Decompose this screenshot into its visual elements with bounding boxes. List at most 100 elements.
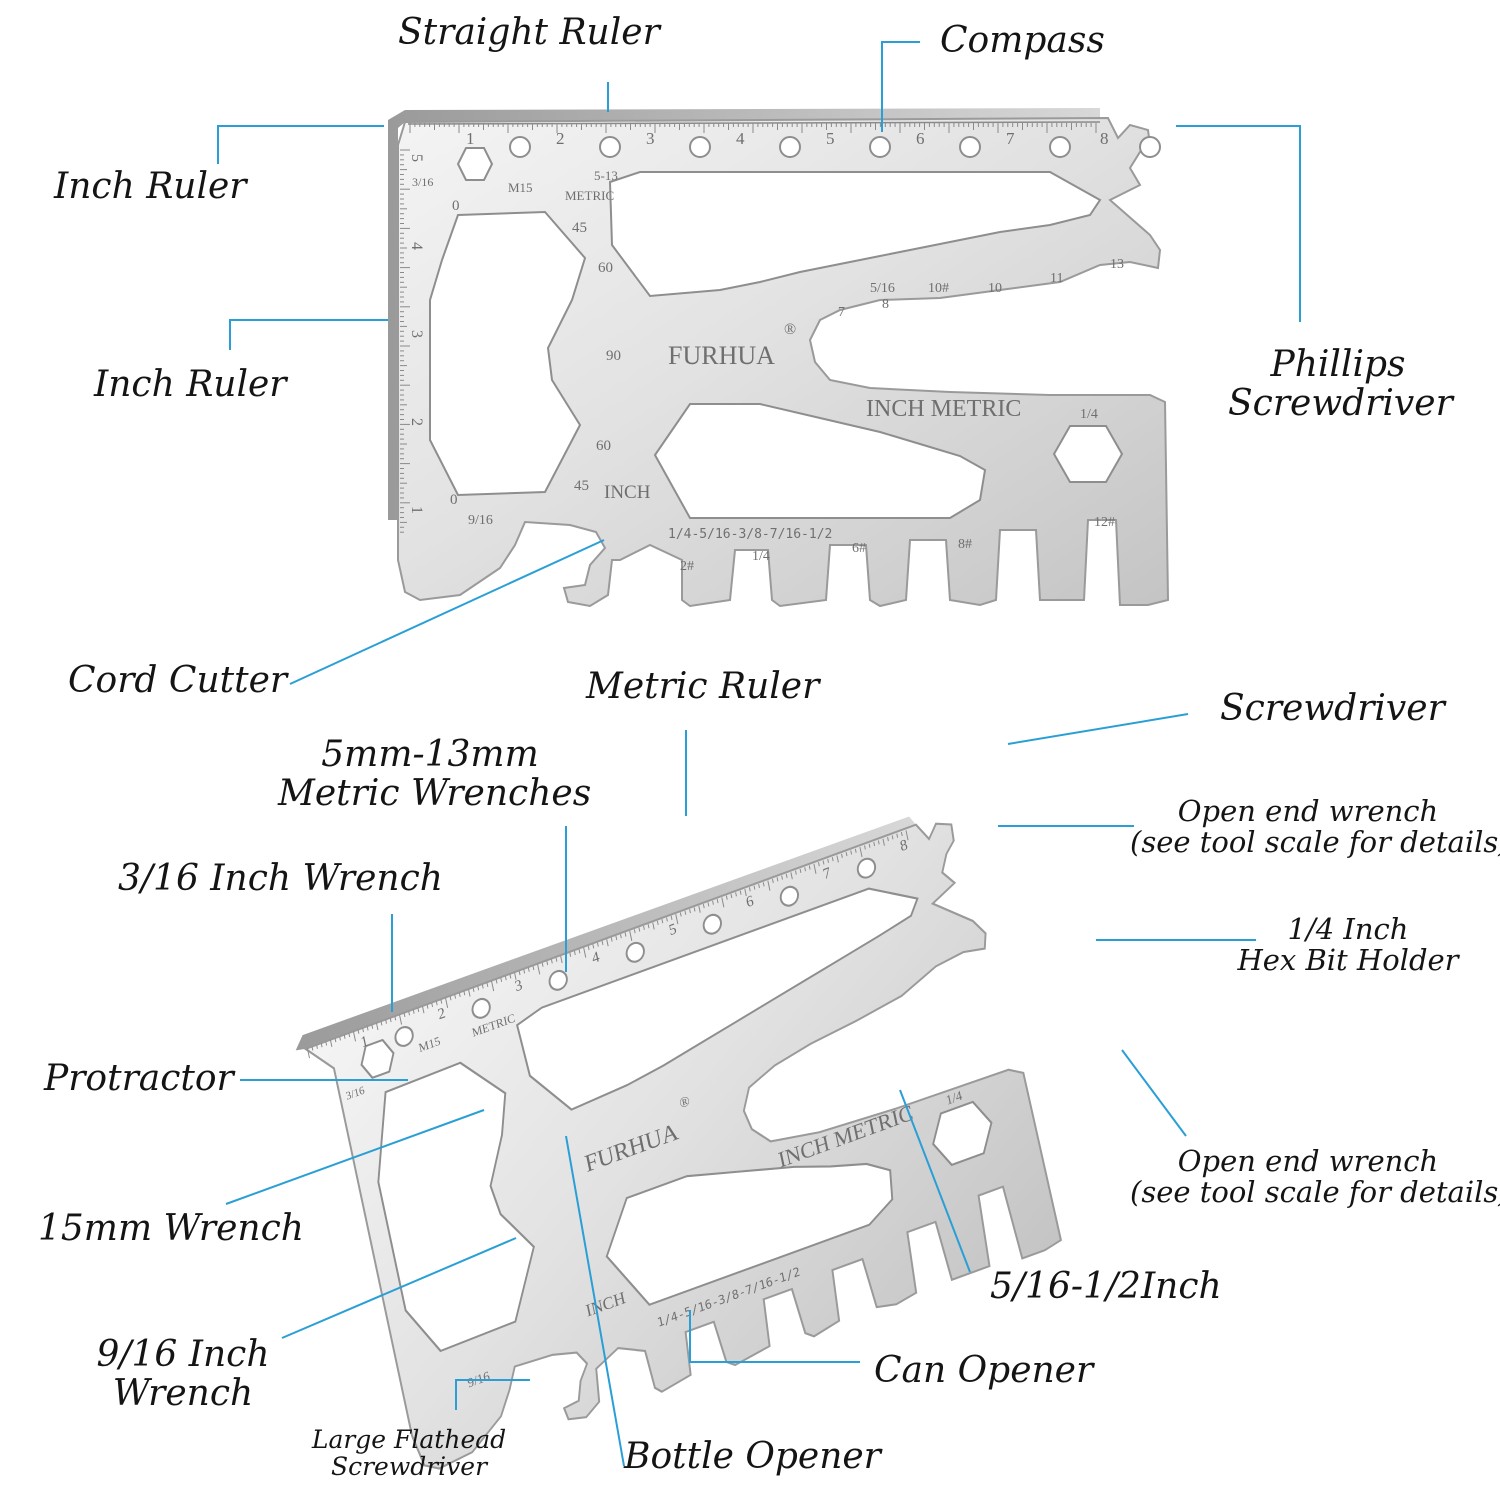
- label-flathead-line1: Large Flathead: [311, 1425, 507, 1454]
- wrench-number: 8: [882, 297, 889, 312]
- bottom-ruler-tick: [799, 868, 802, 874]
- bottom-ruler-tick: [606, 939, 609, 947]
- bottom-ruler-tick: [753, 885, 756, 890]
- bottom-registered: ®: [678, 1093, 692, 1112]
- bottom-ruler-tick: [702, 903, 705, 909]
- bottom-ruler-tick: [426, 1004, 429, 1009]
- bottom-ruler-number: 3: [514, 977, 524, 995]
- protractor-number: 90: [606, 348, 621, 364]
- bottom-ruler-tick: [481, 984, 484, 989]
- bottom-compass-hole: [625, 941, 645, 963]
- bottom-ruler-tick: [795, 870, 797, 875]
- bottom-compass-hole: [856, 857, 877, 879]
- bottom-ruler-tick: [854, 848, 857, 853]
- bottom-ruler-tick: [500, 977, 503, 982]
- leader-line: [1007, 713, 1189, 745]
- bottom-ruler-tick: [408, 1011, 411, 1016]
- compass-hole: [599, 136, 621, 158]
- top-ruler-number: 6: [916, 129, 925, 148]
- wrench-number: 13: [1110, 257, 1124, 272]
- side-ruler-ticks: [400, 149, 410, 533]
- bottom-ruler-tick: [675, 913, 679, 925]
- leader-line: [281, 1237, 517, 1339]
- label-open-end-wrench-1: Open end wrench (see tool scale for deta…: [1130, 795, 1500, 859]
- side-ruler-number: 4: [408, 242, 425, 250]
- protractor-number: 0: [452, 198, 460, 214]
- bottom-ruler-tick: [689, 908, 691, 914]
- bottom-ruler-tick: [578, 949, 581, 954]
- bottom-ruler-tick: [693, 907, 696, 912]
- side-ruler-number: 2: [408, 418, 425, 426]
- bottom-ruler-tick: [339, 1036, 341, 1041]
- label-protractor: Protractor: [44, 1058, 234, 1099]
- label-nine-sixteenths-line1: 9/16 Inch: [96, 1334, 270, 1375]
- bottom-ruler-tick: [491, 981, 495, 992]
- label-large-flathead-screwdriver: Large Flathead Screwdriver: [300, 1426, 518, 1480]
- bottom-ruler-tick: [348, 1032, 351, 1038]
- protractor-number: 45: [572, 220, 587, 236]
- side-ruler-number: 3: [408, 330, 425, 338]
- bottom-card-metric-slot: [515, 887, 919, 1111]
- bottom-ruler-tick: [417, 1007, 420, 1013]
- bottom-ruler-tick: [399, 1014, 403, 1025]
- bottom-ruler-number: 1: [359, 1033, 369, 1051]
- bottom-ruler-tick: [610, 937, 613, 942]
- bottom-ruler-tick: [371, 1024, 374, 1029]
- bottom-ruler-number: 7: [822, 865, 833, 883]
- bottom-ruler-tick: [412, 1009, 415, 1014]
- bottom-card-hex-3-16: [360, 1038, 395, 1079]
- bottom-ruler-tick: [431, 1002, 434, 1008]
- bottom-ruler-tick: [624, 932, 627, 937]
- label-metric-ruler: Metric Ruler: [586, 666, 820, 707]
- bottom-ruler-tick: [721, 897, 725, 908]
- bottom-ruler-tick: [887, 836, 889, 842]
- bottom-ruler-tick: [647, 924, 650, 929]
- bottom-ruler-tick: [735, 892, 737, 897]
- bottom-ruler-tick: [537, 964, 541, 975]
- bottom-ruler-tick: [808, 865, 811, 870]
- label-open-end-2-line1: Open end wrench: [1177, 1144, 1439, 1178]
- bottom-ruler-number: 2: [436, 1005, 446, 1023]
- compass-hole: [509, 136, 531, 158]
- bottom-ruler-tick: [569, 952, 572, 957]
- bottom-ruler-tick: [329, 1039, 333, 1047]
- bottom-ruler-tick: [514, 972, 517, 980]
- compass-hole: [779, 136, 801, 158]
- bottom-ruler-tick: [670, 915, 673, 920]
- bottom-ruler-tick: [583, 947, 587, 958]
- bottom-ruler-tick: [850, 850, 853, 855]
- top-card-hex-3-16: [456, 147, 494, 181]
- top-card-metric-slot: [608, 171, 1102, 298]
- bottom-ruler-tick: [873, 841, 876, 847]
- bottom-ruler-tick: [868, 843, 871, 848]
- label-inch-ruler-side: Inch Ruler: [94, 364, 287, 405]
- compass-hole: [689, 136, 711, 158]
- bottom-ruler-tick: [486, 982, 489, 988]
- bottom-ruler-tick: [587, 945, 590, 951]
- top-card-hex-1-4: [1052, 425, 1124, 483]
- bottom-ruler-tick: [643, 925, 645, 931]
- bottom-ruler-tick: [900, 831, 903, 837]
- label-metric-wrenches-line2: Metric Wrenches: [278, 772, 592, 814]
- label-phillips-line1: Phillips: [1270, 344, 1406, 385]
- bottom-ruler-tick: [620, 934, 622, 939]
- bottom-ruler-tick: [716, 898, 719, 904]
- bottom-ruler-tick: [458, 992, 461, 998]
- bottom-ruler-tick: [523, 969, 526, 974]
- bottom-ruler-tick: [629, 930, 633, 941]
- label-can-opener: Can Opener: [874, 1350, 1094, 1391]
- top-inch: INCH: [604, 482, 651, 503]
- label-phillips-line2: Screwdriver: [1228, 382, 1453, 424]
- bottom-ruler-ticks: [306, 830, 909, 1059]
- top-ruler-ticks: [409, 123, 1097, 133]
- top-quarter-hex: 1/4: [1080, 407, 1098, 422]
- slot-number: 2#: [680, 559, 694, 574]
- bottom-ruler-tick: [767, 880, 771, 891]
- bottom-ruler-tick: [725, 895, 728, 900]
- compass-hole: [869, 136, 891, 158]
- bottom-compass-holes: [394, 857, 877, 1047]
- bottom-ruler-tick: [601, 940, 604, 946]
- bottom-ruler-tick: [449, 996, 452, 1001]
- top-nine-sixteenths: 9/16: [468, 513, 493, 528]
